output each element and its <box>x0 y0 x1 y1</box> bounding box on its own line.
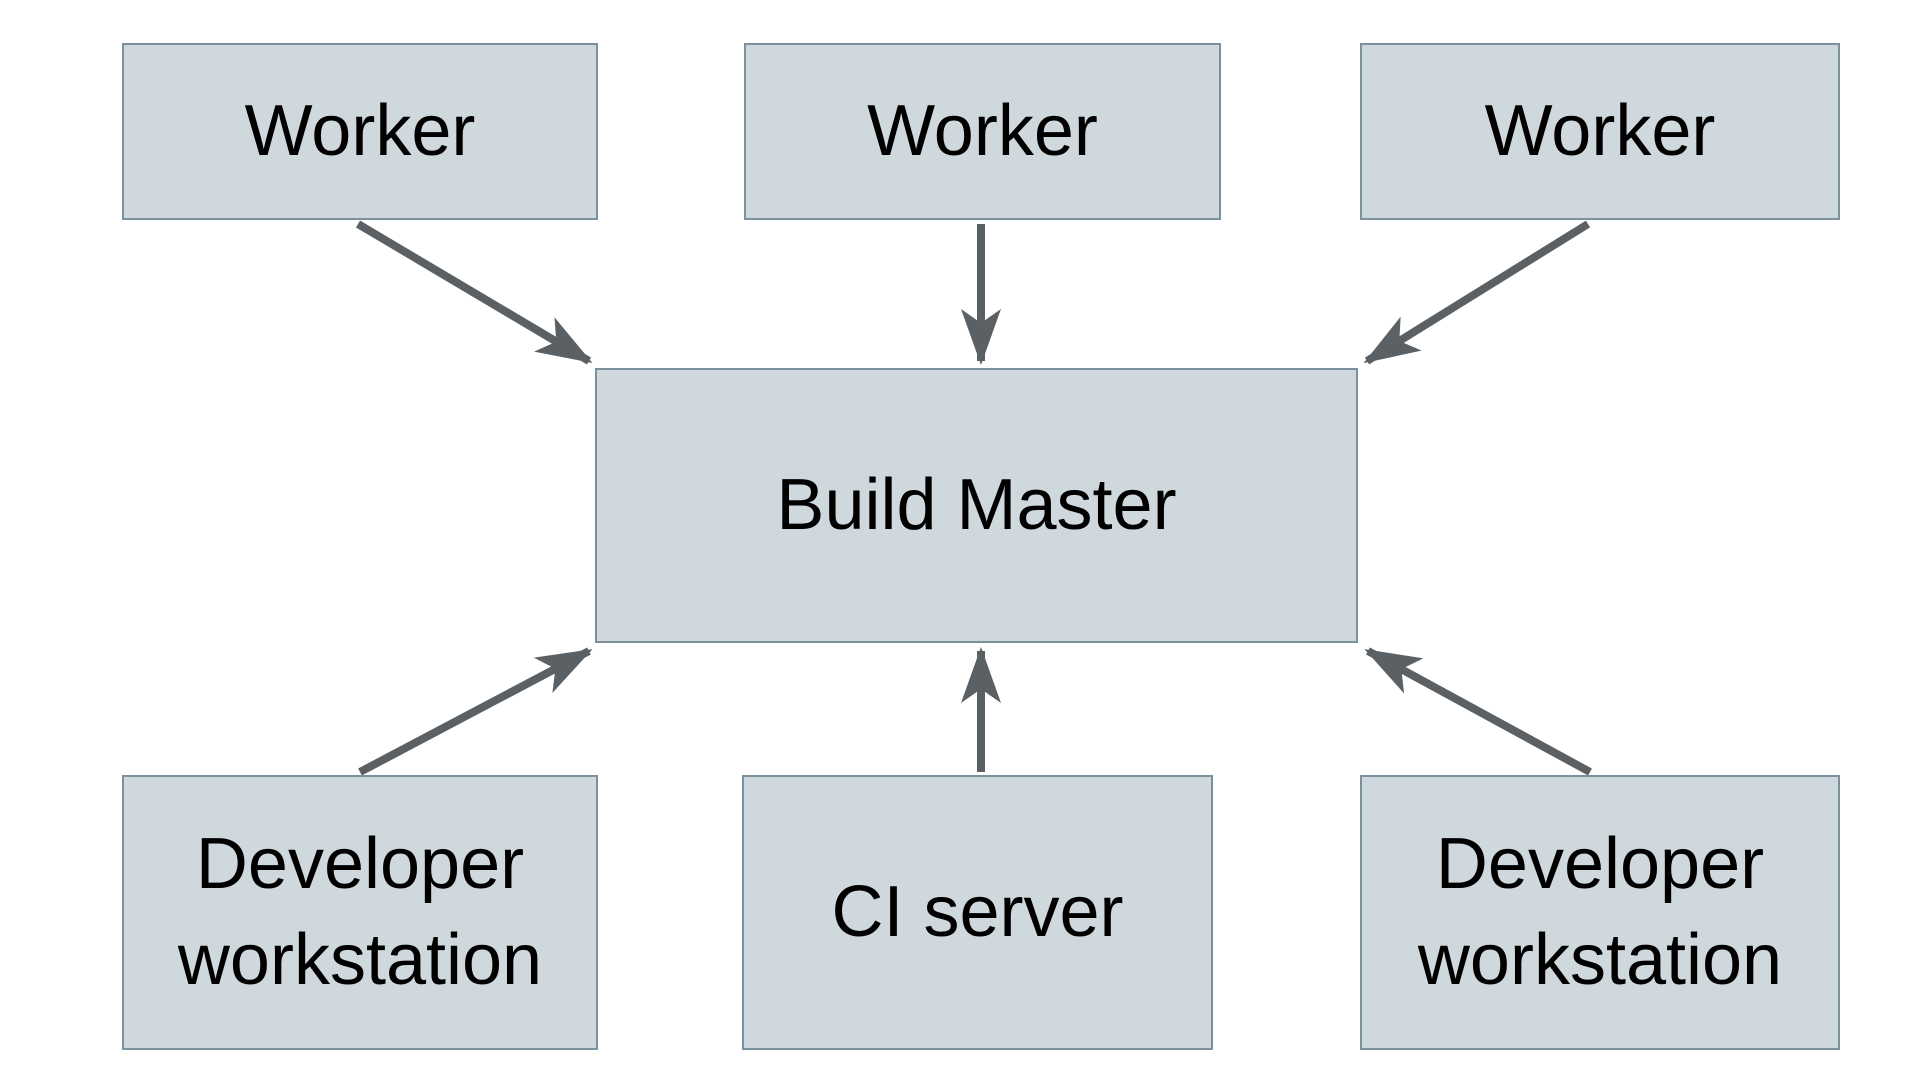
arrow-worker-left-to-build-master <box>355 220 593 365</box>
node-worker-center-label: Worker <box>867 90 1098 171</box>
arrow-dev-right-to-build-master <box>1364 647 1592 776</box>
node-developer-workstation-left: Developer workstation <box>122 775 598 1050</box>
node-worker-left-label: Worker <box>244 90 476 171</box>
node-worker-right-label: Worker <box>1484 90 1716 171</box>
node-worker-center: Worker <box>744 43 1221 220</box>
node-developer-workstation-right: Developer workstation <box>1360 775 1840 1050</box>
node-developer-workstation-left-label: Developer workstation <box>177 824 543 1000</box>
node-build-master-label: Build Master <box>776 464 1177 545</box>
node-worker-left: Worker <box>122 43 598 220</box>
arrow-dev-left-to-build-master <box>358 647 593 776</box>
arrow-worker-right-to-build-master <box>1363 220 1591 365</box>
node-ci-server: CI server <box>742 775 1213 1050</box>
node-developer-workstation-right-label: Developer workstation <box>1417 824 1783 1000</box>
node-worker-right: Worker <box>1360 43 1840 220</box>
node-build-master: Build Master <box>595 368 1358 643</box>
node-ci-server-label: CI server <box>831 871 1124 952</box>
